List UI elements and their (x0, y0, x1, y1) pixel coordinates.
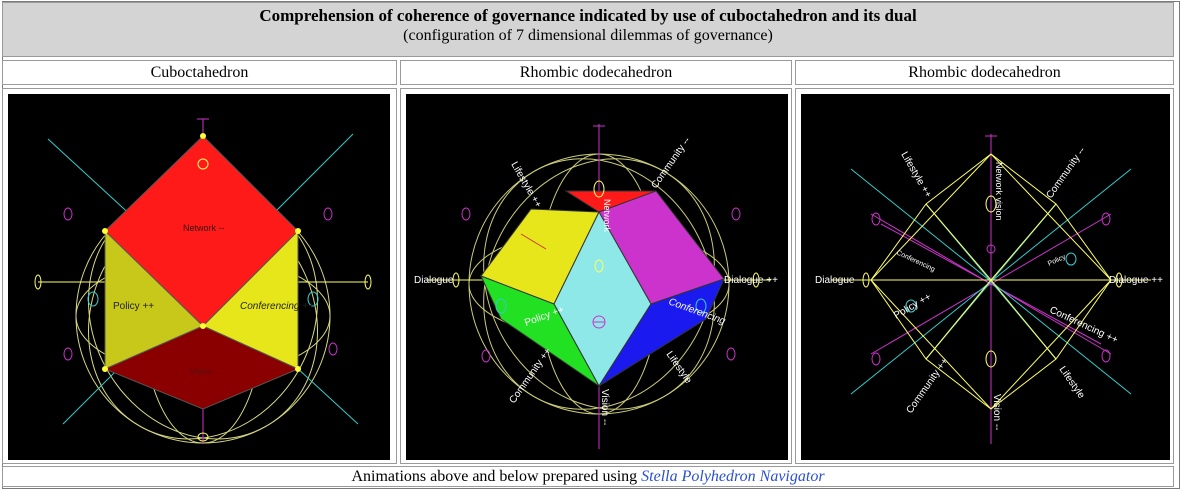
column-header-cuboctahedron: Cuboctahedron (2, 60, 397, 85)
label-vision-bottom: Vision -- (991, 394, 1002, 431)
stella-link[interactable]: Stella Polyhedron Navigator (641, 468, 825, 485)
rhombic-image-1: Lifestyle ++ Community -- Dialogue Dialo… (406, 94, 788, 460)
rhombic-diagram-2: Lifestyle ++ Community -- Dialogue Dialo… (815, 134, 1163, 444)
rhombic-image-2: Lifestyle ++ Community -- Dialogue Dialo… (801, 94, 1170, 460)
cell-rhombic-1: Lifestyle ++ Community -- Dialogue Dialo… (400, 88, 792, 464)
label-lifestyle-pp: Lifestyle ++ (508, 160, 543, 210)
table-header: Comprehension of coherence of governance… (2, 2, 1174, 57)
column-header-rhombic-1: Rhombic dodecahedron (400, 60, 792, 85)
cell-cuboctahedron: Network -- Policy ++ Conferencing ++ Vis… (2, 88, 397, 464)
cell-rhombic-2: Lifestyle ++ Community -- Dialogue Dialo… (795, 88, 1174, 464)
label-community-mm: Community -- (1044, 145, 1087, 200)
label-policy: Policy ++ (892, 291, 933, 321)
label-lifestyle-pp: Lifestyle ++ (898, 150, 933, 200)
rhombic-diagram-1: Lifestyle ++ Community -- Dialogue Dialo… (414, 124, 778, 449)
table-footer: Animations above and below prepared usin… (2, 466, 1174, 487)
label-conferencing-small: Conferencing (895, 249, 936, 273)
table-title: Comprehension of coherence of governance… (259, 6, 917, 25)
label-conferencing: Conferencing ++ (240, 301, 314, 312)
label-dialogue-left: Dialogue (414, 275, 454, 286)
label-vision-top: Network vision (994, 162, 1004, 221)
label-dialogue-right: Dialogue ++ (724, 275, 778, 286)
footer-text: Animations above and below prepared usin… (351, 468, 638, 485)
label-lifestyle: Lifestyle (1057, 364, 1087, 401)
cuboctahedron-image: Network -- Policy ++ Conferencing ++ Vis… (8, 94, 390, 460)
label-vision: Vision (190, 367, 212, 376)
label-community-mm: Community -- (649, 135, 692, 190)
label-community-pp: Community ++ (904, 356, 950, 416)
label-dialogue-right: Dialogue ++ (1109, 275, 1163, 286)
cuboctahedron-diagram: Network -- Policy ++ Conferencing ++ Vis… (34, 118, 372, 444)
table-subtitle: (configuration of 7 dimensional dilemmas… (403, 27, 773, 44)
label-network: Network (602, 199, 612, 233)
label-lifestyle: Lifestyle (664, 349, 694, 386)
label-network: Network -- (183, 223, 225, 233)
label-conferencing: Conferencing ++ (1048, 305, 1120, 346)
column-header-rhombic-2: Rhombic dodecahedron (795, 60, 1174, 85)
label-dialogue-left: Dialogue (815, 275, 855, 286)
label-policy-small: Policy (1047, 253, 1067, 267)
label-policy: Policy ++ (113, 301, 154, 312)
label-vision: Vision -- (599, 389, 610, 426)
